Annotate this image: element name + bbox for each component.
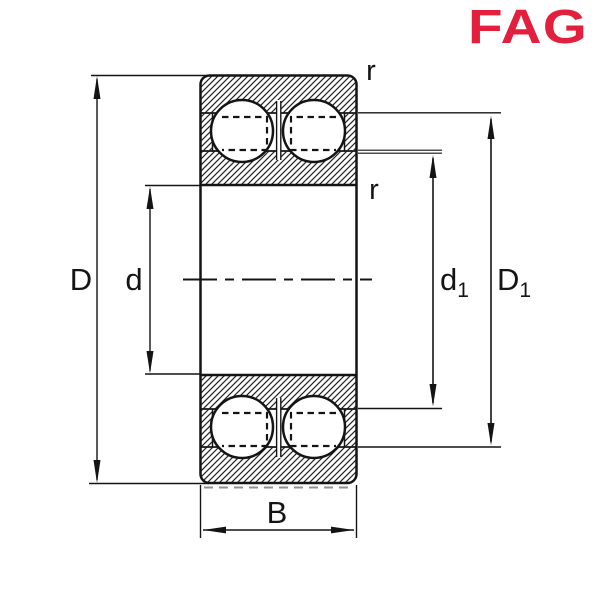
ball-top-left (209, 98, 275, 164)
arrowhead-up (487, 115, 495, 139)
arrowhead-down (429, 384, 437, 407)
dimension-B: B (199, 485, 358, 538)
cage-hidden-line-top-left (222, 115, 269, 152)
dimension-d: d (125, 184, 200, 375)
dim-label-D1-base: D (497, 262, 519, 297)
edge-strip-bottom-right (344, 409, 356, 447)
dimension-D1: D1 (358, 112, 531, 448)
ball-bottom-left (209, 394, 275, 460)
dimension-d1: d1 (358, 149, 469, 410)
dimension-D: D (70, 74, 209, 485)
center-rib-slot-top (276, 100, 281, 160)
arrowhead-up (429, 155, 437, 178)
dim-label-d1-sub: 1 (457, 279, 469, 302)
cage-hidden-line-bottom-left (222, 411, 269, 448)
dim-label-d1-base: d (440, 262, 457, 297)
dim-label-d1: d1 (440, 262, 469, 302)
edge-strip-top-left (201, 113, 213, 151)
arrowhead-up (93, 76, 101, 99)
cage-hidden-line-bottom-right (289, 411, 336, 448)
arrowhead-up (146, 186, 154, 209)
arrowhead-left (203, 526, 226, 534)
dim-label-D1-sub: 1 (519, 279, 531, 302)
arrowhead-down (487, 423, 495, 446)
dim-label-r-outer: r (366, 55, 376, 87)
dim-label-D1: D1 (497, 262, 531, 302)
arrowhead-right (331, 526, 354, 534)
center-rib-slot-bottom (276, 398, 281, 458)
arrowhead-down (93, 460, 101, 483)
bearing-bottom-section (200, 375, 357, 483)
edge-strip-top-right (344, 113, 356, 151)
edge-strip-bottom-left (201, 409, 213, 447)
dim-label-B: B (267, 495, 288, 530)
cage-hidden-line-top-right (289, 115, 336, 152)
ball-bottom-right (281, 394, 347, 460)
bearing-top-section (200, 75, 357, 185)
arrowhead-down (146, 351, 154, 374)
dim-label-d: d (125, 262, 142, 297)
dim-label-D: D (70, 262, 92, 297)
fag-logo: FAG (468, 1, 588, 54)
dim-label-r-inner: r (369, 174, 379, 206)
ball-top-right (281, 98, 347, 164)
